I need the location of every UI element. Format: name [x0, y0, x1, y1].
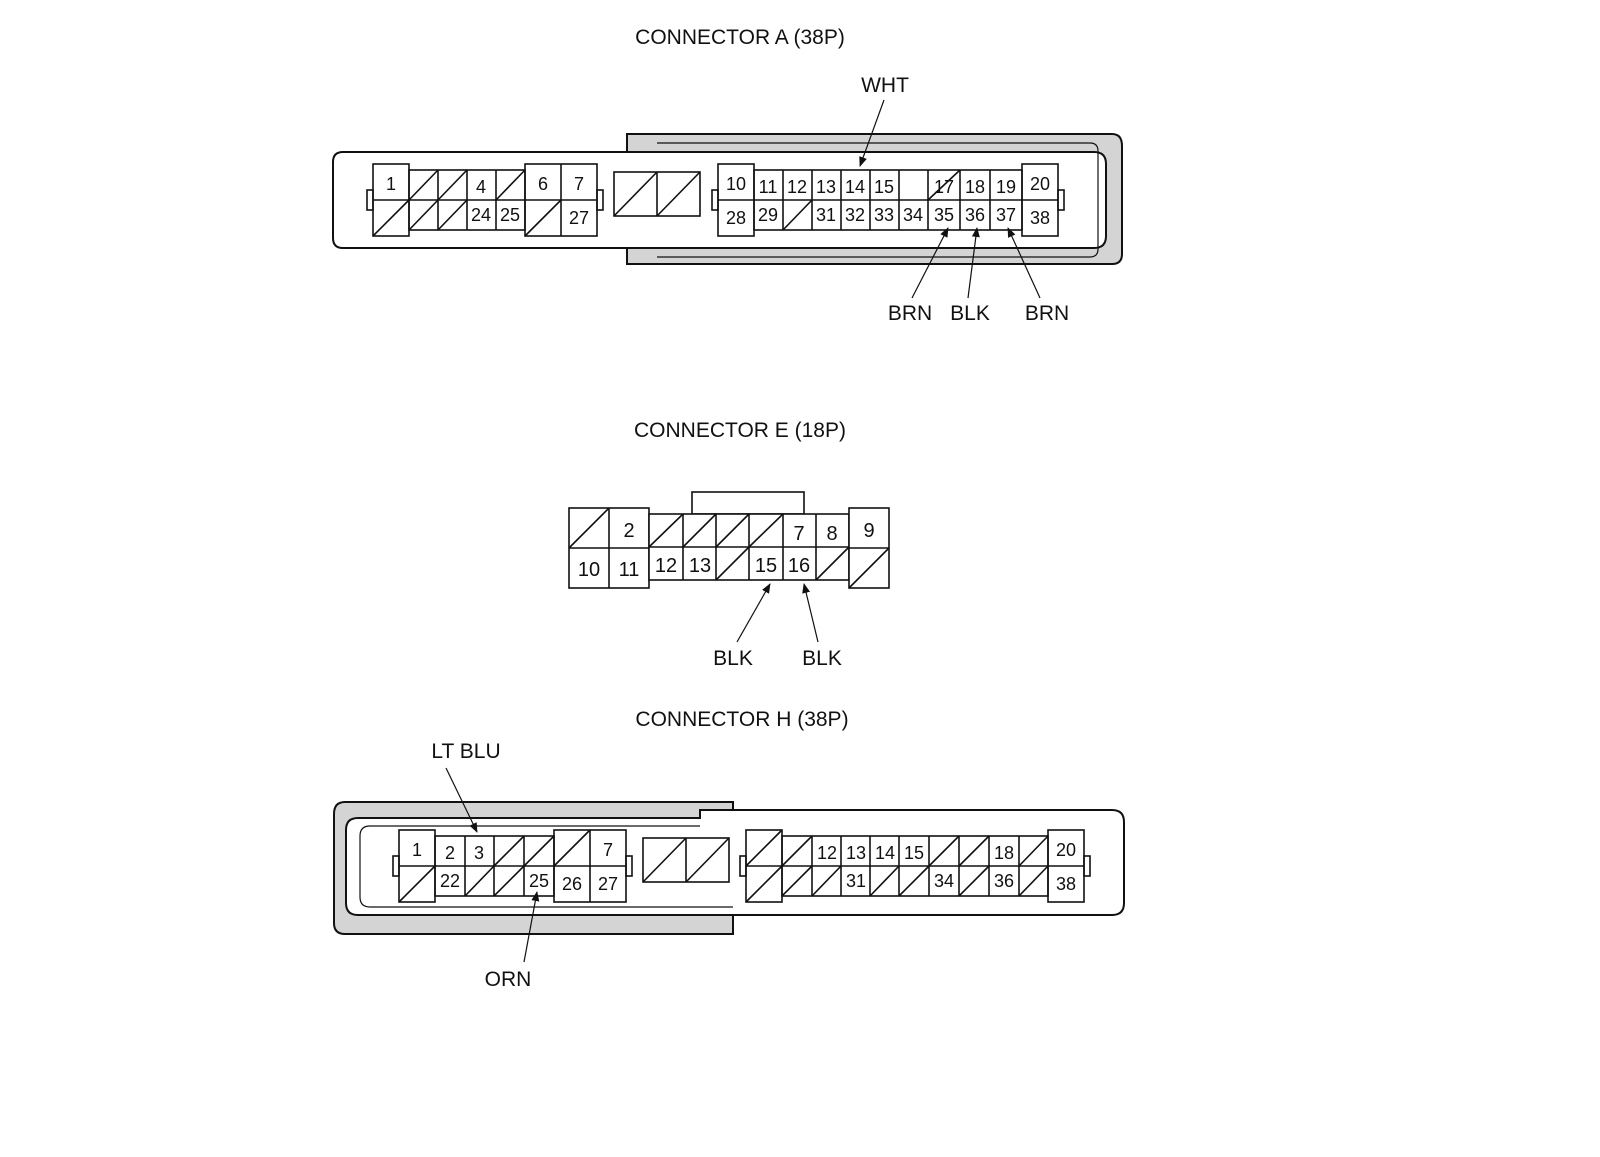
- pin-label: 1: [412, 840, 422, 860]
- connector-a-right-block: [711, 163, 1065, 237]
- connector-a-left-block: [366, 163, 604, 237]
- wire-label: BLK: [713, 647, 753, 670]
- connector-h-inner-outline: [359, 825, 733, 908]
- connector-a-center-block: [613, 171, 701, 217]
- pin-label: 19: [996, 177, 1016, 197]
- pin-label: 26: [562, 874, 582, 894]
- connector-e-title: CONNECTOR E (18P): [634, 419, 846, 442]
- connector-h: CONNECTOR H (38P): [333, 708, 1125, 991]
- pin-label: 7: [793, 523, 804, 545]
- pin-label: 33: [874, 205, 894, 225]
- callout-arrow: [859, 99, 885, 167]
- wire-label: WHT: [861, 74, 909, 97]
- connector-a-inner-outline: [657, 142, 1099, 258]
- pin-label: 8: [826, 523, 837, 545]
- pin-label: 15: [904, 843, 924, 863]
- pin-label: 18: [994, 843, 1014, 863]
- pin-label: 13: [846, 843, 866, 863]
- pin-label: 11: [619, 559, 640, 581]
- pin-label: 13: [816, 177, 836, 197]
- connector-h-center-block: [642, 837, 730, 883]
- callout-arrow: [1007, 227, 1041, 299]
- pin-label: 20: [1056, 840, 1076, 860]
- pin-label: 25: [500, 205, 520, 225]
- pin-label: 32: [845, 205, 865, 225]
- pin-label: 38: [1030, 208, 1050, 228]
- pin-label: 27: [598, 874, 618, 894]
- wire-label: BRN: [888, 302, 932, 325]
- pin-label: 36: [965, 205, 985, 225]
- pin-label: 35: [934, 205, 954, 225]
- pin-label: 12: [787, 177, 807, 197]
- pin-label: 7: [603, 840, 613, 860]
- pin-label: 10: [726, 174, 746, 194]
- pin-label: 17: [934, 177, 954, 197]
- pin-label: 15: [755, 555, 777, 577]
- pin-label: 31: [846, 871, 866, 891]
- pin-label: 7: [574, 174, 584, 194]
- pin-label: 29: [758, 205, 778, 225]
- pin-label: 20: [1030, 174, 1050, 194]
- wire-label: LT BLU: [431, 740, 500, 763]
- connector-a-title: CONNECTOR A (38P): [635, 26, 845, 49]
- pin-label: 1: [386, 174, 396, 194]
- pin-label: 22: [440, 871, 460, 891]
- pin-label: 16: [788, 555, 810, 577]
- pin-label: 2: [623, 520, 634, 542]
- callout-arrow: [445, 767, 478, 833]
- wire-label: BRN: [1025, 302, 1069, 325]
- pin-label: 37: [996, 205, 1016, 225]
- pin-label: 31: [816, 205, 836, 225]
- callout-arrow: [967, 227, 980, 299]
- pin-label: 14: [845, 177, 865, 197]
- connector-h-left-block: [392, 829, 633, 903]
- pin-label: 4: [476, 177, 486, 197]
- pin-label: 6: [538, 174, 548, 194]
- callout-arrow: [802, 583, 819, 643]
- wire-label: BLK: [802, 647, 842, 670]
- connector-h-right-block: [739, 829, 1091, 903]
- pin-label: 25: [529, 871, 549, 891]
- pin-label: 10: [578, 559, 600, 581]
- pin-label: 2: [445, 843, 455, 863]
- pin-label: 11: [759, 177, 778, 197]
- pin-label: 15: [874, 177, 894, 197]
- pin-label: 34: [903, 205, 923, 225]
- connector-e-body: [568, 491, 890, 589]
- connector-h-title: CONNECTOR H (38P): [635, 708, 848, 731]
- pin-label: 12: [817, 843, 837, 863]
- wire-label: BLK: [950, 302, 990, 325]
- pin-label: 24: [471, 205, 491, 225]
- callout-arrow: [911, 227, 949, 299]
- pin-label: 34: [934, 871, 954, 891]
- callout-arrow: [523, 891, 540, 963]
- pin-label: 12: [655, 555, 677, 577]
- callout-arrow: [736, 583, 771, 643]
- connector-a: CONNECTOR A (38P): [332, 26, 1123, 325]
- pin-label: 36: [994, 871, 1014, 891]
- connector-e: CONNECTOR E (18P): [568, 419, 890, 670]
- pin-label: 13: [689, 555, 711, 577]
- pin-label: 18: [965, 177, 985, 197]
- pin-label: 38: [1056, 874, 1076, 894]
- pin-label: 9: [863, 520, 874, 542]
- wire-label: ORN: [485, 968, 532, 991]
- pin-label: 3: [474, 843, 484, 863]
- pin-label: 28: [726, 208, 746, 228]
- pin-label: 27: [569, 208, 589, 228]
- pin-label: 14: [875, 843, 895, 863]
